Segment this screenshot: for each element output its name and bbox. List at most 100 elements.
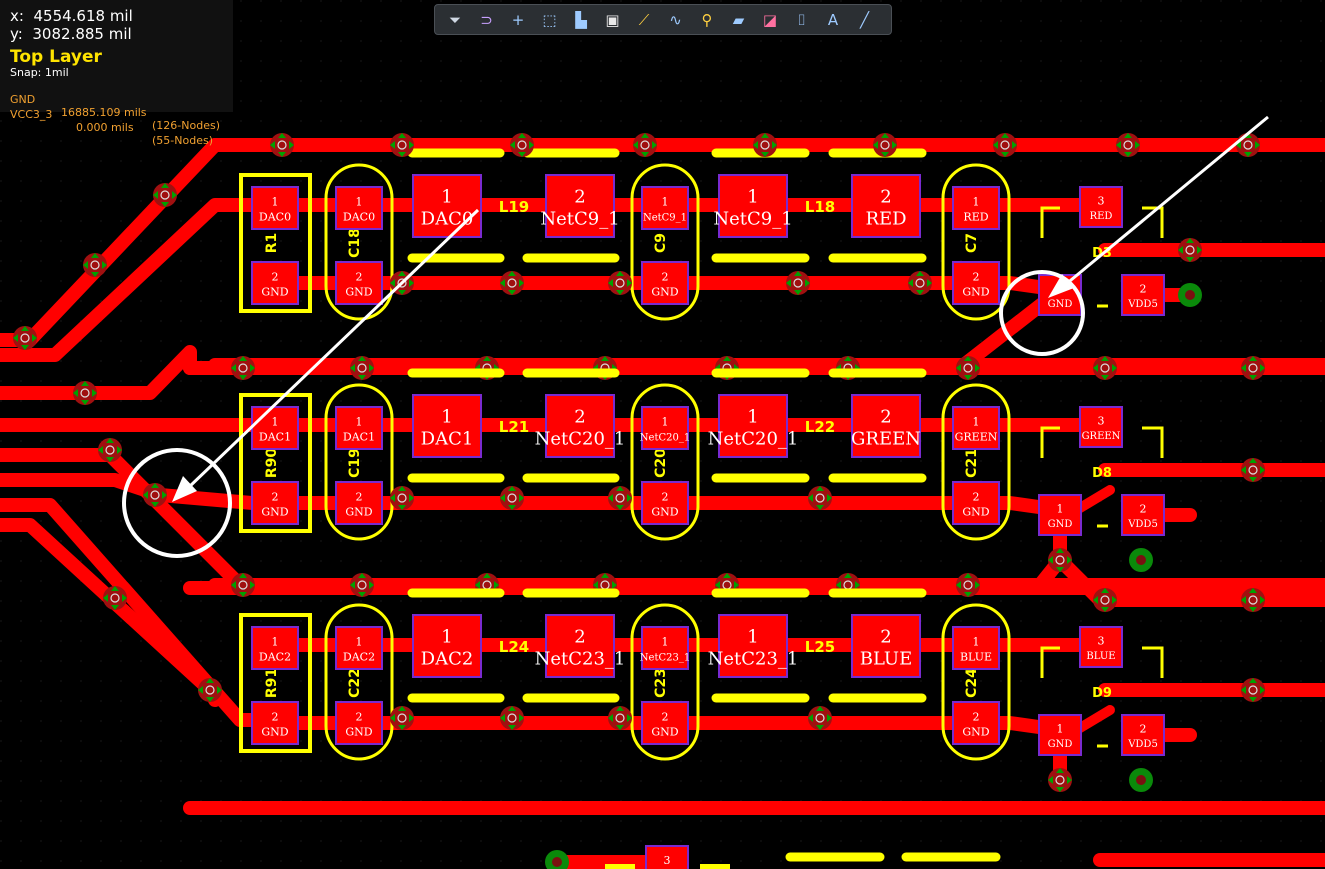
via-icon[interactable]: ⚲ — [701, 11, 713, 29]
align-icon[interactable]: ▙ — [575, 11, 587, 29]
via[interactable] — [500, 706, 524, 730]
via[interactable] — [198, 678, 222, 702]
via[interactable] — [231, 356, 255, 380]
via[interactable] — [1241, 588, 1265, 612]
via[interactable] — [98, 438, 122, 462]
via[interactable] — [390, 486, 414, 510]
via[interactable] — [808, 706, 832, 730]
via[interactable] — [390, 133, 414, 157]
via[interactable] — [1178, 238, 1202, 262]
via[interactable] — [808, 486, 832, 510]
via[interactable] — [1241, 678, 1265, 702]
gnd-link-trace[interactable] — [1053, 523, 1325, 607]
via[interactable] — [1093, 588, 1117, 612]
region-icon[interactable]: ◪ — [762, 11, 778, 29]
diff-pair-icon[interactable]: ∿ — [669, 11, 682, 29]
via[interactable] — [956, 356, 980, 380]
fanin-trace[interactable] — [0, 473, 282, 512]
via[interactable] — [1048, 768, 1072, 792]
via[interactable] — [500, 486, 524, 510]
dimension-icon[interactable]: ⌷ — [796, 11, 806, 29]
via[interactable] — [73, 381, 97, 405]
via[interactable] — [608, 271, 632, 295]
via[interactable] — [873, 133, 897, 157]
via[interactable] — [1241, 356, 1265, 380]
magnet-icon[interactable]: ⊃ — [480, 11, 493, 29]
via[interactable] — [956, 573, 980, 597]
text-icon[interactable]: A — [827, 11, 839, 29]
via[interactable] — [753, 133, 777, 157]
polygon-icon[interactable]: ▰ — [732, 11, 745, 29]
fanin-trace[interactable] — [0, 198, 282, 362]
via[interactable] — [83, 253, 107, 277]
via[interactable] — [13, 326, 37, 350]
crosshair-icon[interactable]: + — [511, 11, 525, 29]
line-icon[interactable]: ╱ — [859, 11, 870, 29]
via[interactable] — [350, 573, 374, 597]
via[interactable] — [143, 483, 167, 507]
via[interactable] — [633, 133, 657, 157]
via[interactable] — [608, 706, 632, 730]
via[interactable] — [1048, 548, 1072, 572]
route-icon[interactable]: ⟋ — [638, 11, 650, 29]
component-icon[interactable]: ▣ — [605, 11, 620, 29]
via[interactable] — [390, 706, 414, 730]
via[interactable] — [270, 133, 294, 157]
via[interactable] — [510, 133, 534, 157]
via[interactable] — [1116, 133, 1140, 157]
via[interactable] — [231, 573, 255, 597]
via[interactable] — [608, 486, 632, 510]
via[interactable] — [1093, 356, 1117, 380]
via[interactable] — [786, 271, 810, 295]
via[interactable] — [1236, 133, 1260, 157]
via[interactable] — [993, 133, 1017, 157]
via[interactable] — [1241, 458, 1265, 482]
via[interactable] — [350, 356, 374, 380]
filter-icon[interactable]: ⏷ — [448, 11, 461, 29]
